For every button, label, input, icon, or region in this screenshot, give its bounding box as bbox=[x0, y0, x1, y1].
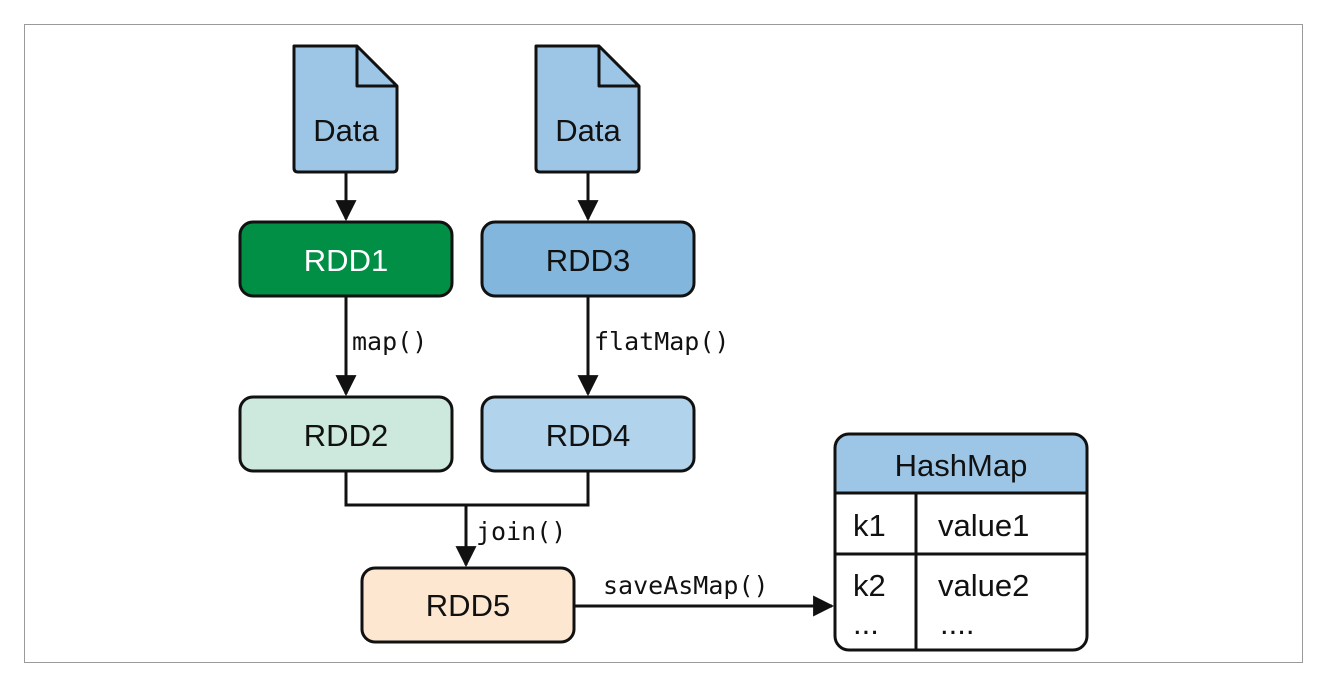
edge-label-flatmap: flatMap() bbox=[594, 327, 729, 356]
hashmap-key: k1 bbox=[853, 508, 886, 543]
rdd5-node: RDD5 bbox=[360, 566, 576, 644]
edge-label-join: join() bbox=[476, 517, 566, 546]
rdd3-label: RDD3 bbox=[546, 243, 630, 278]
document-icon bbox=[534, 44, 641, 174]
rdd5-label: RDD5 bbox=[426, 588, 510, 623]
rdd4-label: RDD4 bbox=[546, 418, 630, 453]
hashmap-table: HashMap k1 value1 k2 value2 ... .... bbox=[833, 432, 1089, 652]
document-label: Data bbox=[313, 113, 379, 148]
hashmap-value: value2 bbox=[938, 568, 1029, 603]
data-document-left: Data bbox=[292, 44, 399, 174]
hashmap-key-ellipsis: ... bbox=[853, 606, 879, 641]
hashmap-title: HashMap bbox=[895, 448, 1028, 483]
rdd4-node: RDD4 bbox=[480, 395, 696, 473]
rdd1-label: RDD1 bbox=[304, 243, 388, 278]
hashmap-header bbox=[835, 434, 1087, 493]
rdd2-node: RDD2 bbox=[238, 395, 454, 473]
document-label: Data bbox=[555, 113, 621, 148]
rdd1-node: RDD1 bbox=[238, 220, 454, 298]
data-document-right: Data bbox=[534, 44, 641, 174]
document-icon bbox=[292, 44, 399, 174]
edge-label-map: map() bbox=[352, 327, 427, 356]
join-connector bbox=[344, 471, 590, 507]
hashmap-value-ellipsis: .... bbox=[940, 606, 974, 641]
rdd3-node: RDD3 bbox=[480, 220, 696, 298]
hashmap-value: value1 bbox=[938, 508, 1029, 543]
diagram-frame bbox=[24, 24, 1303, 663]
hashmap-key: k2 bbox=[853, 568, 886, 603]
edge-label-saveasmap: saveAsMap() bbox=[603, 571, 769, 600]
rdd2-label: RDD2 bbox=[304, 418, 388, 453]
